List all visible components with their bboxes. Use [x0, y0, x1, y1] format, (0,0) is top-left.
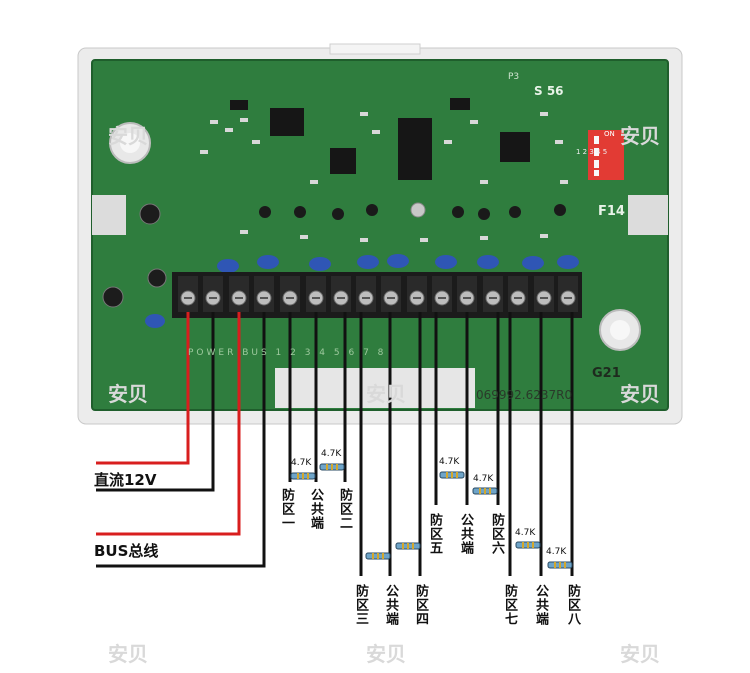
resistor-band — [372, 553, 374, 559]
resistor-band — [522, 542, 524, 548]
dip-switch-levers — [594, 136, 599, 176]
resistor-label-6: 4.7K — [546, 547, 567, 557]
resistor-band — [297, 473, 299, 479]
label-common-4: 公共端 — [533, 584, 548, 626]
silk-terminal-marks: POWER BUS 1 2 3 4 5 6 7 8 — [188, 348, 387, 358]
dip-numbers: 1 2 3 4 5 — [576, 148, 608, 156]
label-zone-4: 防区四 — [413, 584, 428, 626]
terminal-screws — [178, 276, 578, 312]
watermark-4: 安贝 — [366, 382, 406, 406]
resistors — [290, 463, 573, 569]
label-zone-8: 防区八 — [565, 584, 580, 626]
label-zone-6: 防区六 — [489, 513, 504, 555]
resistor-band — [302, 473, 304, 479]
resistor-band — [326, 464, 328, 470]
watermark-3: 安贝 — [108, 382, 148, 406]
silk-p3: P3 — [508, 72, 520, 82]
wire-bus-b — [96, 312, 266, 568]
label-common-1: 公共端 — [308, 488, 323, 530]
wire-bus-a — [96, 312, 241, 536]
wire-power-positive — [96, 312, 190, 465]
resistor-band — [412, 543, 414, 549]
resistor-band — [559, 562, 561, 568]
transistor-row — [259, 204, 566, 220]
resistor-label-1: 4.7K — [291, 458, 312, 468]
watermark-8: 安贝 — [620, 642, 660, 666]
resistor-band — [402, 543, 404, 549]
electrolytic-cap-1 — [139, 203, 161, 225]
ic-chip-b — [330, 148, 356, 174]
watermark-6: 安贝 — [108, 642, 148, 666]
blue-capacitors — [145, 254, 579, 328]
resistor-band — [554, 562, 556, 568]
electrolytic-cap-3 — [102, 286, 124, 308]
watermark-1: 安贝 — [108, 124, 148, 148]
main-ic — [398, 118, 432, 180]
resistor-band — [484, 488, 486, 494]
label-zone-3: 防区三 — [353, 584, 368, 626]
label-dc12v: 直流12V — [94, 471, 157, 489]
resistor-band — [377, 553, 379, 559]
tamper-led — [410, 202, 426, 218]
side-clip-right — [628, 195, 668, 235]
resistor-band — [456, 472, 458, 478]
silk-s56: S 56 — [534, 84, 564, 98]
resistor-label-3: 4.7K — [439, 457, 460, 467]
label-zone-7: 防区七 — [502, 584, 517, 626]
smd-components — [200, 112, 568, 242]
silk-code: 069992.6237R0 — [476, 388, 573, 402]
ic-chip-e — [230, 100, 248, 110]
side-clip-left — [92, 195, 126, 235]
resistor-band — [446, 472, 448, 478]
resistor-band — [527, 542, 529, 548]
resistor-band — [451, 472, 453, 478]
resistor-band — [307, 473, 309, 479]
watermark-2: 安贝 — [620, 124, 660, 148]
resistor-band — [489, 488, 491, 494]
label-zone-2: 防区二 — [337, 488, 352, 530]
resistor-band — [564, 562, 566, 568]
watermark-7: 安贝 — [366, 642, 406, 666]
resistor-label-5: 4.7K — [515, 528, 536, 538]
ic-chip-c — [500, 132, 530, 162]
resistor-band — [479, 488, 481, 494]
mounting-hole-right-inner — [610, 320, 630, 340]
label-zone-5: 防区五 — [427, 513, 442, 555]
label-common-2: 公共端 — [383, 584, 398, 626]
resistor-label-2: 4.7K — [321, 449, 342, 459]
label-common-3: 公共端 — [458, 513, 473, 555]
lower-slot — [275, 368, 475, 408]
watermark-5: 安贝 — [620, 382, 660, 406]
ic-chip-a — [270, 108, 304, 136]
resistor-band — [336, 464, 338, 470]
electrolytic-cap-2 — [147, 268, 167, 288]
resistor-band — [407, 543, 409, 549]
ic-chip-d — [450, 98, 470, 110]
dip-on-label: ON — [604, 130, 615, 138]
mounting-hole-left-inner — [120, 133, 140, 153]
frame-notch — [329, 43, 421, 55]
resistor-label-4: 4.7K — [473, 474, 494, 484]
silk-f14: F14 — [598, 204, 625, 219]
wires — [96, 312, 574, 576]
resistor-band — [382, 553, 384, 559]
label-bus: BUS总线 — [94, 542, 159, 560]
silk-g21: G21 — [592, 366, 621, 381]
wire-power-negative — [96, 312, 215, 492]
resistor-band — [532, 542, 534, 548]
resistor-band — [331, 464, 333, 470]
label-zone-1: 防区一 — [279, 488, 294, 530]
